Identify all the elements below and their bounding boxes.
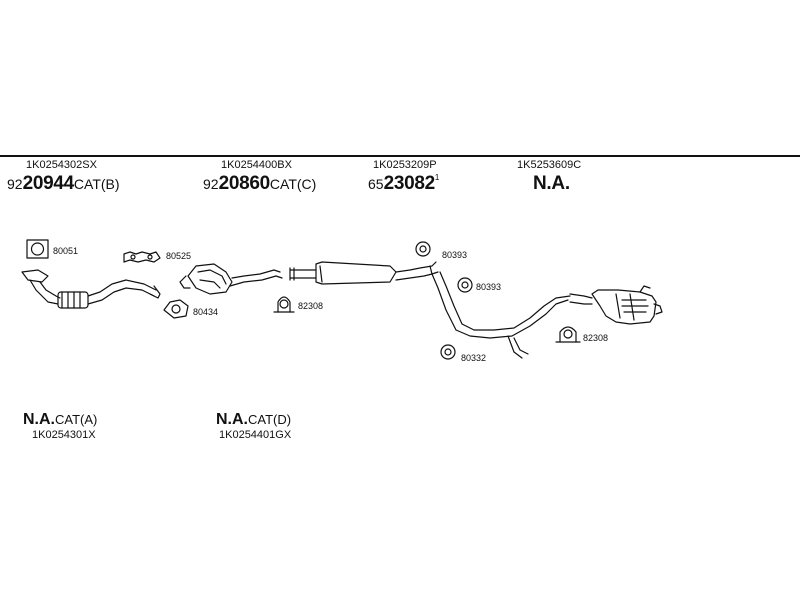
separator-line xyxy=(0,155,800,157)
ref-label-catalyst: 9220860CAT(C) xyxy=(203,174,316,193)
part-number-gasket: 80051 xyxy=(53,246,79,256)
cat-text: CAT(A) xyxy=(55,412,98,427)
ref-main: 20944 xyxy=(22,173,75,194)
middle-silencer-icon xyxy=(289,261,439,285)
front-pipe-icon xyxy=(21,269,161,309)
bottom-oem-a: 1K0254301X xyxy=(32,429,96,441)
intermediate-pipe-icon xyxy=(431,271,571,359)
gasket-square-icon xyxy=(26,239,49,259)
part-number-hanger-2: 80393 xyxy=(476,282,502,292)
ref-prefix: 65 xyxy=(368,176,384,192)
part-number-ring-gasket: 80434 xyxy=(193,307,219,317)
part-number-flange-gasket: 80525 xyxy=(166,251,192,261)
ref-label-rear-silencer: N.A. xyxy=(533,174,570,193)
oem-label-middle-silencer: 1K0253209P xyxy=(373,159,437,171)
oem-label-front-pipe: 1K0254302SX xyxy=(26,159,97,171)
pipe-clamp-icon xyxy=(555,326,581,343)
ref-prefix: 92 xyxy=(7,176,23,192)
rubber-hanger-icon xyxy=(457,277,473,293)
ref-main: 20860 xyxy=(218,173,271,194)
cat-text: CAT(D) xyxy=(248,412,292,427)
rubber-hanger-icon xyxy=(415,241,431,257)
oem-label-catalyst: 1K0254400BX xyxy=(221,159,292,171)
bottom-label-d: N.A.CAT(D) xyxy=(216,412,291,428)
bottom-oem-d: 1K0254401GX xyxy=(219,429,292,441)
flange-gasket-icon xyxy=(123,251,161,263)
ref-suffix: 1 xyxy=(434,173,440,182)
ref-main: N.A. xyxy=(533,173,570,194)
ring-gasket-icon xyxy=(163,299,189,319)
part-number-hanger-1: 80393 xyxy=(442,250,468,260)
ref-label-front-pipe: 9220944CAT(B) xyxy=(7,174,120,193)
bottom-label-a: N.A.CAT(A) xyxy=(23,412,97,428)
na-text: N.A. xyxy=(216,411,248,428)
ref-label-middle-silencer: 65230821 xyxy=(368,173,440,194)
na-text: N.A. xyxy=(23,411,55,428)
part-number-clamp-1: 82308 xyxy=(298,301,324,311)
ref-main: 23082 xyxy=(383,173,436,194)
rear-silencer-icon xyxy=(569,285,663,325)
pipe-clamp-icon xyxy=(273,296,295,313)
part-number-hanger-3: 80332 xyxy=(461,353,487,363)
catalytic-converter-icon xyxy=(179,263,283,295)
ref-prefix: 92 xyxy=(203,176,219,192)
ref-suffix: CAT(C) xyxy=(269,176,317,192)
rubber-hanger-icon xyxy=(440,344,456,360)
ref-suffix: CAT(B) xyxy=(73,176,120,192)
part-number-clamp-2: 82308 xyxy=(583,333,609,343)
oem-label-rear-silencer: 1K5253609C xyxy=(517,159,582,171)
